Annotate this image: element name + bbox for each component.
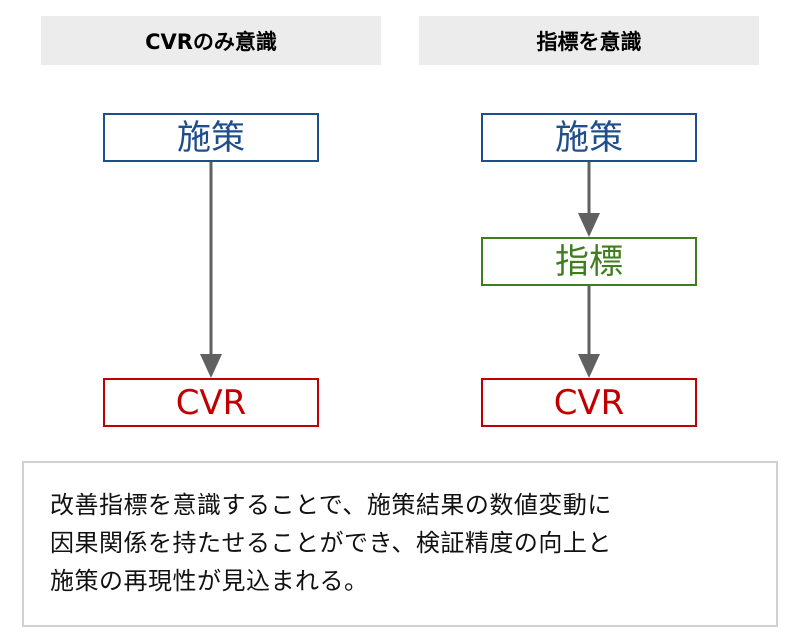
arrowhead-left-cvr bbox=[200, 354, 222, 378]
left-measure-box: 施策 bbox=[103, 113, 319, 162]
note-line: 改善指標を意識することで、施策結果の数値変動に bbox=[50, 491, 612, 519]
right-measure-box: 施策 bbox=[481, 113, 697, 162]
header-kpi-aware: 指標を意識 bbox=[419, 16, 759, 65]
right-cvr-box: CVR bbox=[481, 378, 697, 427]
note-box: 改善指標を意識することで、施策結果の数値変動に 因果関係を持たせることができ、検… bbox=[22, 461, 778, 627]
note-line: 因果関係を持たせることができ、検証精度の向上と bbox=[50, 529, 612, 557]
left-cvr-box: CVR bbox=[103, 378, 319, 427]
header-cvr-only: CVRのみ意識 bbox=[41, 16, 381, 65]
note-line: 施策の再現性が見込まれる。 bbox=[50, 567, 369, 595]
arrowhead-right-kpi bbox=[578, 213, 600, 237]
note-text: 改善指標を意識することで、施策結果の数値変動に 因果関係を持たせることができ、検… bbox=[50, 486, 756, 600]
right-kpi-box: 指標 bbox=[481, 237, 697, 286]
arrowhead-right-cvr bbox=[578, 354, 600, 378]
